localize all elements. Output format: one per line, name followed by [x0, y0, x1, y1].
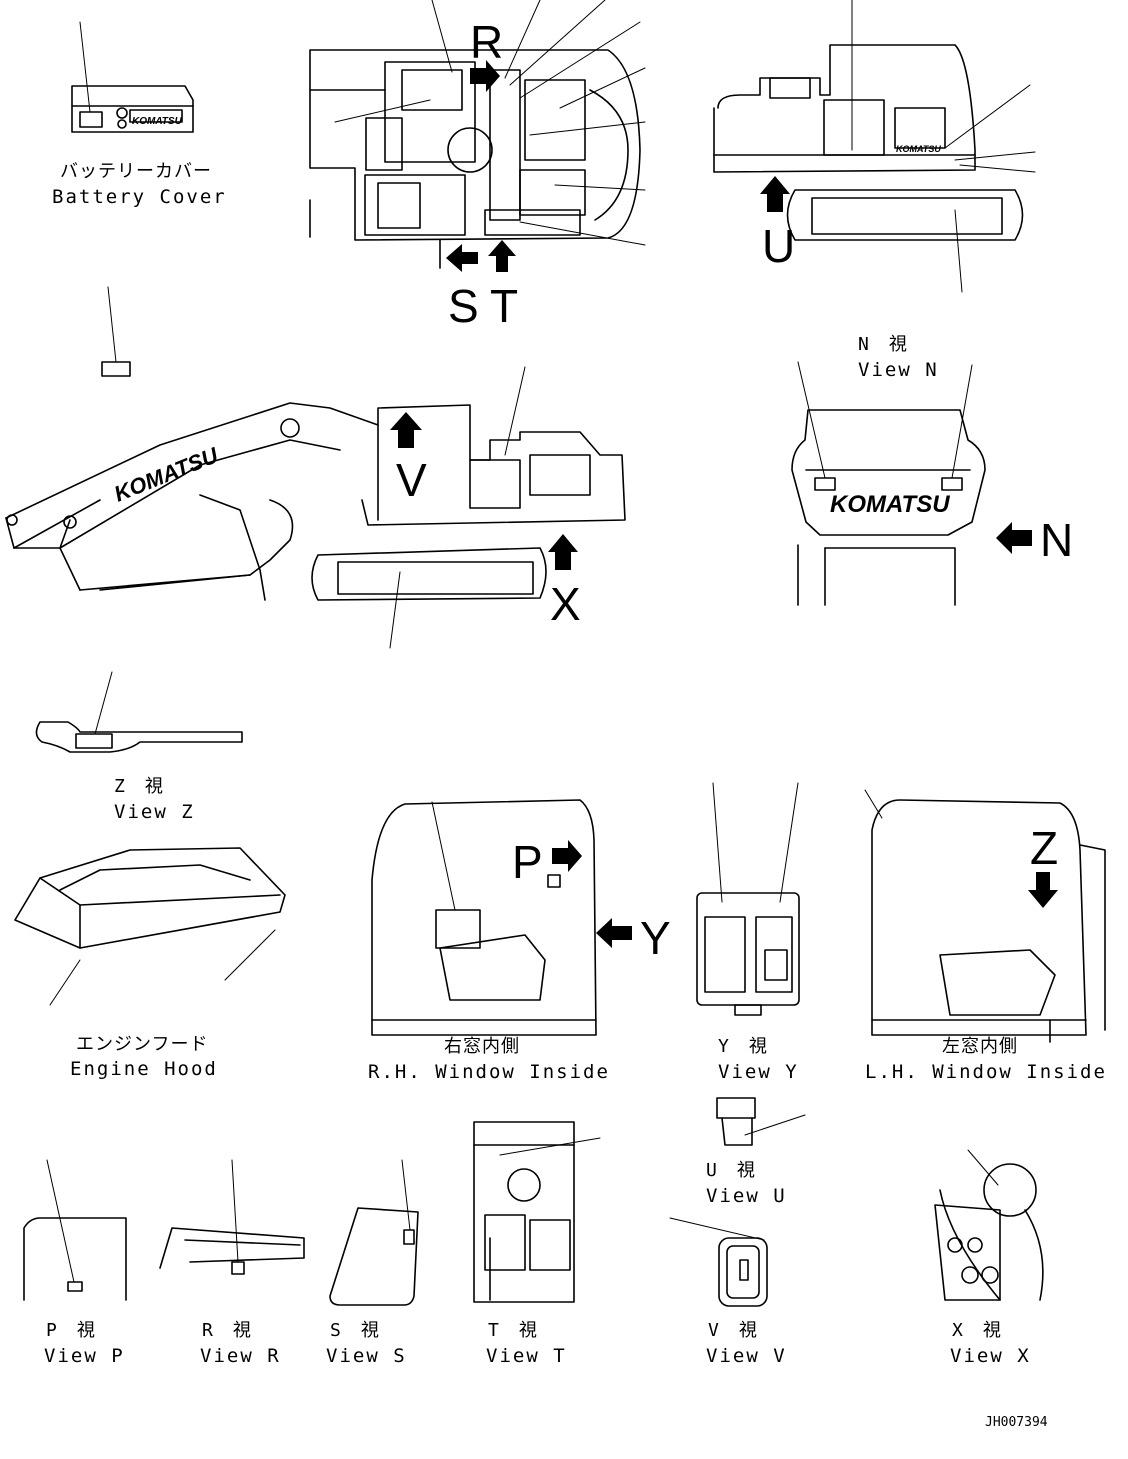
arrow-x-icon: [548, 534, 578, 570]
view-x-drawing: [934, 1149, 1044, 1301]
battery-cover-caption-jp: バッテリーカバー: [60, 161, 212, 182]
view-t-caption-jp: T 視: [488, 1320, 538, 1341]
arrow-letter-p: P: [512, 836, 543, 888]
label-box-decal: [101, 361, 131, 377]
arrow-s-icon: [446, 244, 478, 272]
arrow-letter-z: Z: [1030, 822, 1058, 874]
view-n-caption-jp: N 視: [858, 334, 908, 355]
view-r-drawing: [159, 1159, 305, 1275]
arrow-letter-u: U: [762, 220, 795, 272]
rh-window-caption-jp: 右窓内側: [444, 1036, 520, 1057]
engine-hood-caption-en: Engine Hood: [70, 1058, 218, 1080]
view-v-caption-en: View V: [706, 1345, 787, 1367]
view-p-caption-jp: P 視: [46, 1320, 96, 1341]
view-p-drawing: [23, 1159, 127, 1301]
view-z-caption-jp: Z 視: [114, 776, 164, 797]
brand-battery-cover: KOMATSU: [132, 116, 183, 127]
view-z-drawing: [35, 671, 243, 753]
view-s-drawing: [329, 1159, 419, 1306]
battery-cover-drawing: [71, 21, 194, 133]
view-v-caption-jp: V 視: [708, 1320, 758, 1341]
battery-cover-caption-en: Battery Cover: [52, 186, 227, 208]
view-x-caption-en: View X: [950, 1345, 1031, 1367]
arrow-n-icon: [996, 522, 1032, 554]
view-z-caption-en: View Z: [114, 801, 195, 823]
arrow-letter-x: X: [550, 578, 581, 630]
engine-hood-drawing: [14, 847, 286, 1006]
view-y-caption-jp: Y 視: [718, 1036, 768, 1057]
view-y-caption-en: View Y: [718, 1061, 799, 1083]
arrow-t-icon: [488, 240, 516, 272]
view-p-caption-en: View P: [44, 1345, 125, 1367]
arrow-z-icon: [1028, 872, 1058, 908]
top-view-drawing: [309, 0, 646, 269]
view-n-caption-en: View N: [858, 359, 939, 381]
view-u-drawing: [716, 1097, 806, 1146]
arrow-letter-n: N: [1040, 514, 1073, 566]
drawing-number: JH007394: [985, 1415, 1048, 1430]
arrow-letter-y: Y: [640, 912, 671, 964]
rh-window-caption-en: R.H. Window Inside: [368, 1061, 610, 1083]
view-r-caption-jp: R 視: [202, 1320, 252, 1341]
arrow-letter-t: T: [490, 280, 518, 332]
arrow-letter-r: R: [470, 16, 503, 68]
rh-window-drawing: [371, 799, 597, 1036]
arrow-u-icon: [760, 176, 790, 212]
lh-window-drawing: [864, 789, 1106, 1043]
view-u-caption-en: View U: [706, 1185, 787, 1207]
view-n-drawing: [791, 361, 986, 606]
view-s-caption-en: View S: [326, 1345, 407, 1367]
brand-side-view: KOMATSU: [896, 144, 941, 154]
lh-window-caption-jp: 左窓内側: [942, 1036, 1018, 1057]
view-v-drawing: [669, 1217, 768, 1307]
lh-window-caption-en: L.H. Window Inside: [865, 1061, 1107, 1083]
arrow-y-icon: [596, 918, 632, 948]
arrow-letter-s: S: [448, 280, 479, 332]
arrow-r-icon: [470, 60, 500, 92]
engine-hood-caption-jp: エンジンフード: [76, 1034, 208, 1055]
view-x-caption-jp: X 視: [952, 1320, 1002, 1341]
arrow-p-icon: [552, 840, 582, 872]
view-s-caption-jp: S 視: [330, 1320, 380, 1341]
view-t-drawing: [473, 1121, 601, 1303]
arrow-letter-v: V: [396, 454, 427, 506]
view-y-drawing: [696, 782, 800, 1016]
arrow-v-icon: [390, 412, 422, 448]
view-u-caption-jp: U 視: [706, 1160, 756, 1181]
excavator-side-view: [5, 366, 626, 649]
view-r-caption-en: View R: [200, 1345, 281, 1367]
view-t-caption-en: View T: [486, 1345, 567, 1367]
brand-counterweight: KOMATSU: [830, 491, 950, 518]
side-view-right-drawing: [713, 0, 1036, 293]
